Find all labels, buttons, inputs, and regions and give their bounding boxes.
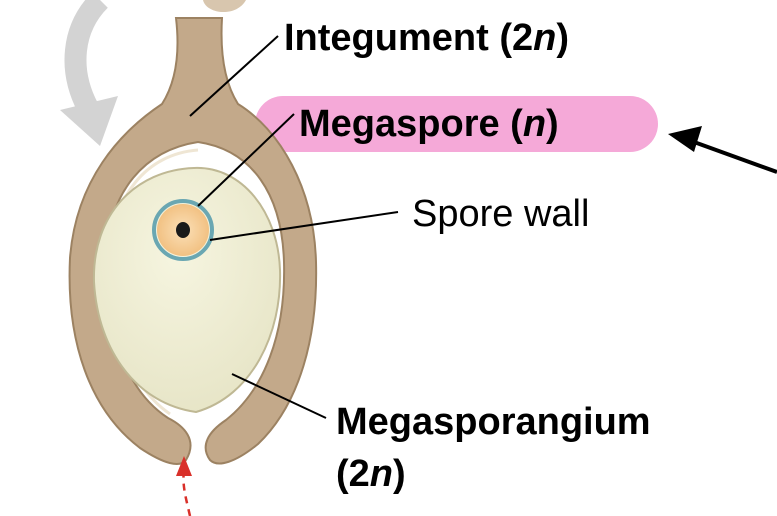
megaspore-leader [197,113,295,207]
pollen-tube-arrow [176,456,192,516]
megaspore-label: Megaspore (n) [299,103,559,145]
spore-wall-label: Spore wall [412,193,590,235]
megasporangium-ploidy-label: (2n) [336,453,406,495]
megasporangium [92,166,282,414]
spore-wall [152,199,214,261]
gray-curved-arrow [60,0,118,146]
integument-label: Integument (2n) [284,17,569,59]
megasporangium-leader [231,373,327,419]
megaspore-highlight [255,96,658,152]
integument [68,17,318,465]
megasporangium-label: Megasporangium [336,401,651,443]
black-arrow [668,126,777,174]
integument-top-stub [203,0,246,13]
integument-leader [189,35,279,117]
spore-wall-leader [209,211,399,241]
nucleus [176,222,190,238]
